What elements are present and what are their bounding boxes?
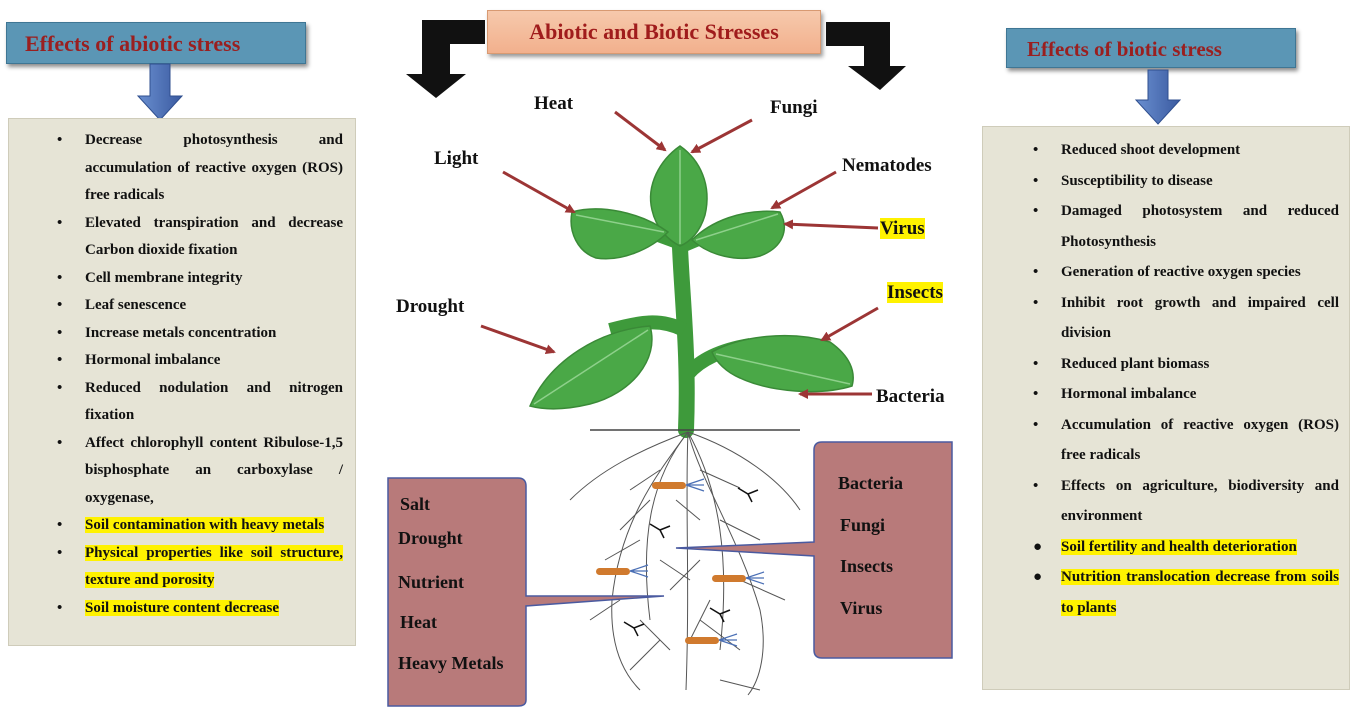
effect-text: Damaged photosystem and reduced Photosyn…: [1061, 203, 1339, 250]
biotic-soil-callout: [676, 442, 952, 658]
soil-abiotic-item: Heavy Metals: [398, 653, 503, 674]
label-bacteria: Bacteria: [876, 386, 945, 408]
label-nematodes: Nematodes: [842, 155, 932, 177]
effect-item: • Increase metals concentration: [25, 320, 343, 348]
bullet-icon: •: [1033, 135, 1038, 166]
abiotic-effects-panel: • Decrease photosynthesis and accumulatio…: [8, 118, 356, 646]
bullet-icon: •: [1033, 257, 1038, 288]
effect-text: Decrease photosynthesis and accumulation…: [85, 132, 343, 203]
effect-item: ● Nutrition translocation decrease from s…: [1003, 562, 1339, 623]
left-elbow-arrow-icon: [406, 20, 485, 98]
bullet-icon: •: [1033, 196, 1038, 227]
effect-item: • Damaged photosystem and reduced Photosy…: [1003, 196, 1339, 257]
abiotic-effects-list: • Decrease photosynthesis and accumulatio…: [25, 127, 343, 622]
effect-text: Generation of reactive oxygen species: [1061, 264, 1301, 280]
effect-text: Inhibit root growth and impaired cell di…: [1061, 295, 1339, 342]
effect-item: • Hormonal imbalance: [25, 347, 343, 375]
effect-item: • Hormonal imbalance: [1003, 379, 1339, 410]
effect-item: • Inhibit root growth and impaired cell d…: [1003, 288, 1339, 349]
bullet-icon: •: [1033, 379, 1038, 410]
soil-biotic-item: Fungi: [840, 515, 885, 536]
effect-item: • Affect chlorophyll content Ribulose-1,5…: [25, 430, 343, 513]
effect-text: Cell membrane integrity: [85, 270, 242, 286]
abiotic-down-arrow-icon: [138, 64, 182, 120]
effect-item: • Reduced plant biomass: [1003, 349, 1339, 380]
effect-text: Accumulation of reactive oxygen (ROS) fr…: [1061, 417, 1339, 464]
effect-text: Reduced nodulation and nitrogen fixation: [85, 380, 343, 424]
soil-biotic-item: Bacteria: [838, 473, 903, 494]
soil-biotic-item: Virus: [840, 598, 882, 619]
effect-item: • Generation of reactive oxygen species: [1003, 257, 1339, 288]
insect-icons: [624, 488, 758, 636]
effect-text: Increase metals concentration: [85, 325, 276, 341]
label-fungi: Fungi: [770, 97, 818, 119]
bullet-icon: •: [57, 375, 62, 403]
bullet-icon: •: [1033, 471, 1038, 502]
effect-text: Susceptibility to disease: [1061, 173, 1213, 189]
bullet-icon: •: [57, 210, 62, 238]
effect-item: • Reduced shoot development: [1003, 135, 1339, 166]
effect-text: Soil fertility and health deterioration: [1061, 539, 1297, 555]
effect-text: Soil contamination with heavy metals: [85, 517, 324, 533]
root-system: [570, 432, 800, 695]
bullet-icon: •: [1033, 349, 1038, 380]
bullet-icon: •: [57, 292, 62, 320]
effect-text: Physical properties like soil structure,…: [85, 545, 343, 589]
bullet-icon: •: [1033, 288, 1038, 319]
effect-item: • Soil moisture content decrease: [25, 595, 343, 623]
bullet-icon: •: [57, 347, 62, 375]
left-lower-leaf: [530, 326, 652, 409]
bullet-icon: •: [57, 320, 62, 348]
biotic-effects-panel: • Reduced shoot development • Susceptibilit…: [982, 126, 1350, 690]
bullet-icon: •: [1033, 410, 1038, 441]
effect-item: • Susceptibility to disease: [1003, 166, 1339, 197]
effect-text: Soil moisture content decrease: [85, 600, 279, 616]
effect-item: • Soil contamination with heavy metals: [25, 512, 343, 540]
right-elbow-arrow-icon: [826, 22, 906, 90]
soil-abiotic-item: Salt: [400, 494, 430, 515]
biotic-effects-list: • Reduced shoot development • Susceptibilit…: [1003, 135, 1339, 623]
bullet-icon: •: [57, 595, 62, 623]
bullet-icon: •: [57, 127, 62, 155]
effect-item: • Accumulation of reactive oxygen (ROS) f…: [1003, 410, 1339, 471]
bullet-icon: •: [57, 512, 62, 540]
label-heat: Heat: [534, 93, 573, 115]
bullet-icon: •: [57, 430, 62, 458]
soil-biotic-item: Insects: [840, 556, 893, 577]
label-drought: Drought: [396, 296, 464, 318]
bullet-icon: •: [57, 265, 62, 293]
effect-item: • Elevated transpiration and decrease Car…: [25, 210, 343, 265]
label-insects: Insects: [887, 282, 943, 304]
right-lower-leaf: [712, 336, 853, 392]
bullet-icon: •: [1033, 166, 1038, 197]
effect-item: • Reduced nodulation and nitrogen fixatio…: [25, 375, 343, 430]
effect-text: Nutrition translocation decrease from so…: [1061, 569, 1339, 616]
biotic-down-arrow-icon: [1136, 70, 1180, 124]
effect-text: Hormonal imbalance: [85, 352, 220, 368]
effect-text: Hormonal imbalance: [1061, 386, 1196, 402]
soil-abiotic-item: Nutrient: [398, 572, 464, 593]
effect-text: Leaf senescence: [85, 297, 186, 313]
soil-abiotic-item: Heat: [400, 612, 437, 633]
effect-item: • Physical properties like soil structure…: [25, 540, 343, 595]
bacteria-icons: [596, 479, 764, 646]
bullet-icon: •: [57, 540, 62, 568]
bullet-icon: ●: [1033, 532, 1042, 563]
effect-text: Affect chlorophyll content Ribulose-1,5 …: [85, 435, 343, 506]
label-virus: Virus: [880, 218, 925, 240]
soil-abiotic-item: Drought: [398, 528, 463, 549]
bullet-icon: ●: [1033, 562, 1042, 593]
effect-text: Reduced shoot development: [1061, 142, 1240, 158]
effect-text: Reduced plant biomass: [1061, 356, 1209, 372]
label-light: Light: [434, 148, 478, 170]
right-upper-leaf: [692, 211, 784, 258]
effect-text: Elevated transpiration and decrease Carb…: [85, 215, 343, 259]
effect-item: • Leaf senescence: [25, 292, 343, 320]
effect-item: ● Soil fertility and health deterioration: [1003, 532, 1339, 563]
effect-item: • Cell membrane integrity: [25, 265, 343, 293]
effect-text: Effects on agriculture, biodiversity and…: [1061, 478, 1339, 525]
effect-item: • Effects on agriculture, biodiversity an…: [1003, 471, 1339, 532]
effect-item: • Decrease photosynthesis and accumulatio…: [25, 127, 343, 210]
